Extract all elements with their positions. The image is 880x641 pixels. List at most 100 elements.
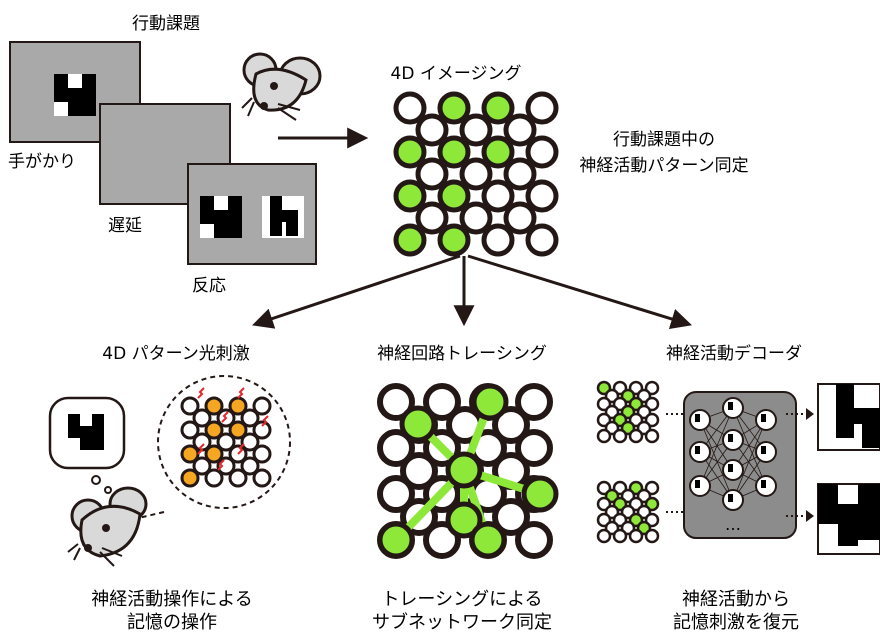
tracing-neuron [492, 406, 530, 444]
decoder-title: 神経活動デコーダ [666, 344, 802, 364]
tracing-neuron [377, 383, 415, 421]
decoder-network [689, 397, 777, 511]
imaging-note-line2: 神経活動パターン同定 [579, 156, 749, 176]
task-title: 行動課題 [132, 14, 200, 34]
mouse-icon-lower [67, 486, 148, 567]
decoder-ellipsis: … [725, 515, 741, 534]
dec-bot-neuron [596, 528, 612, 544]
stim-neuron [180, 468, 200, 488]
stim-neuron [240, 456, 260, 476]
stim-neuron [204, 444, 224, 464]
imaging-neuron [481, 91, 515, 125]
tracing-neuron [515, 521, 553, 559]
thought-dot-2 [104, 486, 112, 494]
arrow-to-stim [252, 254, 461, 329]
imaging-neuron [437, 135, 471, 169]
stim-neuron [240, 408, 260, 428]
traced-neuron [377, 521, 415, 559]
imaging-neuron [415, 201, 449, 235]
mouse-icon [241, 52, 322, 121]
traced-neuron [521, 475, 559, 513]
imaging-neuron [481, 135, 515, 169]
imaging-neuron [481, 223, 515, 257]
net-edge [732, 419, 767, 501]
imaging-neuron [481, 179, 515, 213]
stim-title: 4D パターン光刺激 [102, 344, 250, 364]
delay-label: 遅延 [108, 216, 142, 236]
imaging-note-line1: 行動課題中の [613, 130, 715, 150]
tracing-caption-line2: サブネットワーク同定 [372, 612, 552, 634]
net-node-glyph [695, 414, 700, 422]
decoder-caption-line2: 記憶刺激を復元 [673, 612, 799, 634]
imaging-neuron-grid [393, 91, 559, 257]
imaging-neuron [525, 223, 559, 257]
imaging-neuron [459, 113, 493, 147]
net-edge [699, 419, 734, 501]
stim-neuron [204, 420, 224, 440]
tracing-neuron-grid [377, 383, 559, 559]
imaging-neuron [393, 91, 427, 125]
imaging-title: 4D イメージング [390, 64, 522, 84]
stim-caption-line2: 記憶の操作 [127, 612, 217, 634]
stim-neuron [204, 396, 224, 416]
arrow-to-decoder [467, 254, 693, 330]
stim-caption: 神経活動操作による 記憶の操作 [91, 588, 252, 635]
tracing-neuron [377, 475, 415, 513]
laser-mark [221, 411, 229, 423]
traced-neuron [445, 451, 483, 489]
stim-neuron [228, 468, 248, 488]
stim-neuron [240, 432, 260, 452]
imaging-neuron [437, 223, 471, 257]
laser-mark [261, 415, 269, 427]
imaging-neuron [393, 135, 427, 169]
stim-neuron [192, 408, 212, 428]
tracing-neuron [423, 383, 461, 421]
laser-mark [237, 387, 245, 399]
stim-zoom-circle [157, 375, 291, 509]
laser-mark [237, 443, 245, 455]
net-node-glyph [728, 464, 733, 472]
decoder-input-grid-bottom [596, 480, 660, 544]
tracing-neuron [515, 429, 553, 467]
tracing-neuron [400, 452, 438, 490]
dec-top-neuron [612, 428, 628, 444]
imaging-neuron [393, 179, 427, 213]
imaging-neuron [525, 91, 559, 125]
stim-panel [48, 375, 291, 567]
stim-neuron [216, 432, 236, 452]
net-node-glyph [695, 446, 700, 454]
imaging-neuron [503, 157, 537, 191]
tracing-neuron [377, 429, 415, 467]
traced-neuron [399, 405, 437, 443]
flow-arrows [252, 127, 693, 330]
decoded-pattern-bottom [817, 483, 880, 555]
net-node-glyph [728, 494, 733, 502]
net-node-glyph [761, 414, 766, 422]
net-node-glyph [728, 434, 733, 442]
task-screens [9, 41, 317, 265]
imaging-neuron [459, 201, 493, 235]
tracing-title: 神経回路トレーシング [377, 344, 547, 364]
imaging-neuron [459, 157, 493, 191]
dec-bot-neuron [612, 528, 628, 544]
net-node-glyph [761, 446, 766, 454]
imaging-neuron [503, 201, 537, 235]
stim-neuron [204, 468, 224, 488]
imaging-neuron [415, 113, 449, 147]
response-label: 反応 [192, 276, 226, 296]
laser-mark [197, 443, 205, 455]
net-node-glyph [728, 402, 733, 410]
dec-top-neuron [644, 428, 660, 444]
imaging-neuron [525, 179, 559, 213]
tracing-caption: トレーシングによる サブネットワーク同定 [372, 588, 552, 635]
tracing-caption-line1: トレーシングによる [381, 589, 543, 610]
imaging-neuron [437, 179, 471, 213]
decoder-caption-line1: 神経活動から [682, 589, 790, 610]
traced-neuron [469, 521, 507, 559]
imaging-neuron [415, 157, 449, 191]
net-node-glyph [695, 480, 700, 488]
thought-pattern [68, 414, 104, 450]
stim-neuron [192, 456, 212, 476]
net-edge [699, 407, 734, 487]
